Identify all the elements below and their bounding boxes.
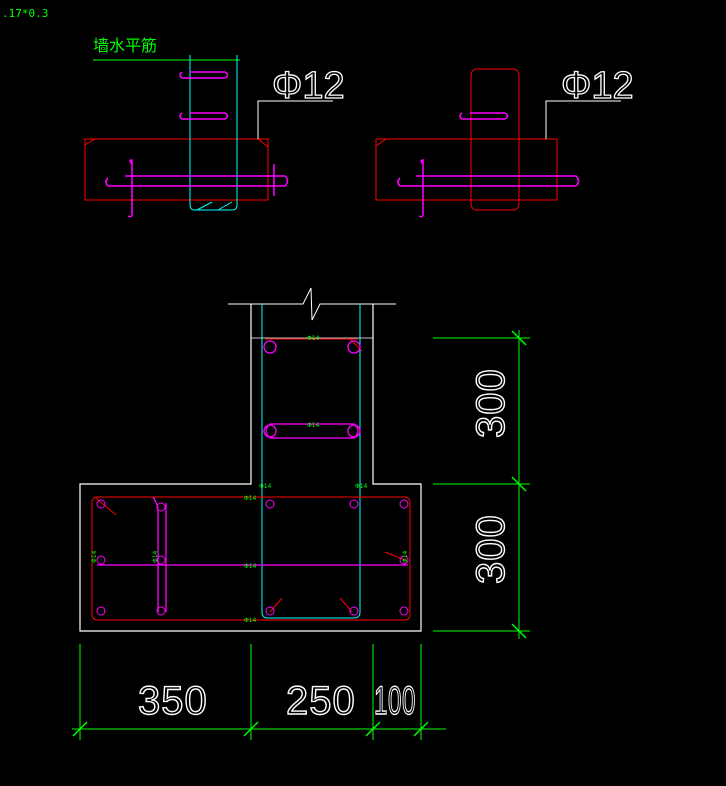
dimension-text: 300 [469,514,513,584]
bar-size-label: Φ12 [561,65,634,107]
rebar-tag: Φ14 [355,483,368,490]
rebar-dot [96,555,106,565]
dimension-tick [365,721,381,737]
dimension-text: 300 [469,368,513,438]
wall-horizontal-bar [459,112,505,120]
dimension-text: 250 [286,679,356,723]
rebar-tag: Φ14 [259,483,272,490]
footing-outline [84,138,269,201]
rebar-tag: Φ14 [244,495,257,502]
wall-horizontal-bar [190,71,229,79]
dimension-tick [72,721,88,737]
bar-leader-line [257,100,333,139]
vertical-dimensions: 300 300 [433,330,530,639]
dimension-tick [511,623,527,639]
footing-vertical-bar [127,159,133,218]
rebar-tag: Φ14 [307,422,320,429]
footing-vertical-bar [418,159,424,218]
footing-stirrup [91,496,411,621]
footing-longitudinal-bar [397,177,576,187]
rebar-dot [263,424,277,438]
rebar-tag: Φ14 [307,335,320,342]
stirrup-hook [217,201,233,211]
footing-outline [375,138,558,201]
top-left-detail: 墙水平筋 Φ12 [84,36,345,218]
rebar-dot [347,340,361,354]
rebar-dot [96,499,106,509]
stirrup-hook [196,201,213,211]
corner-scale-label: .17*0.3 [2,7,48,20]
rebar-tag: Φ14 [91,550,98,563]
rebar-dot [265,499,275,509]
dimension-text: 350 [138,679,208,723]
rebar-tag: Φ14 [244,563,257,570]
bar-size-label: Φ12 [272,65,345,107]
rebar-dot [156,555,166,565]
dimension-tick [243,721,259,737]
footing-longitudinal-bar [125,175,289,187]
concrete-outline [79,304,422,632]
break-line [228,287,396,321]
rebar-dot [265,606,275,616]
dimension-tick [511,330,527,346]
footing-longitudinal-bar [416,175,580,187]
stirrup-hook [95,497,117,516]
wall-horizontal-bar [179,112,225,120]
wall-horizontal-bar [190,112,229,120]
rebar-dot [96,606,106,616]
rebar-dot [156,606,166,616]
wall-horizontal-bar [470,112,509,120]
rebar-tag: Φ14 [244,617,257,624]
stirrup-hook [269,597,283,613]
wall-stirrup [189,55,238,211]
wall-horizontal-tie [265,423,359,439]
rebar-dot [399,606,409,616]
rebar-dot [399,555,409,565]
rebar-dot [347,424,361,438]
footing-corner-tick [84,138,96,146]
dimension-tick [511,476,527,492]
wall-horizontal-bar [179,71,225,79]
stirrup-hook [384,551,406,561]
rebar-tag: Φ14 [152,550,159,563]
footing-longitudinal-bar [105,177,285,187]
horizontal-dimensions: 350 250 100 [72,644,446,740]
rebar-dot [156,502,166,512]
wall-horizontal-bar-note: 墙水平筋 [93,36,157,55]
footing-corner-tick [257,138,269,148]
wall-vertical-bars [261,304,361,619]
top-right-detail: Φ12 [375,64,634,218]
rebar-dot [263,340,277,354]
dimension-text: 100 [374,679,416,723]
cross-section: Φ14 Φ14 Φ14 Φ14 Φ14 Φ14 Φ14 [79,287,422,632]
wall-stirrup [470,68,520,211]
rebar-tag: Φ14 [402,550,409,563]
rebar-dot [399,499,409,509]
rebar-dot [349,499,359,509]
dimension-tick [413,721,429,737]
footing-corner-tick [375,138,387,147]
bar-leader-line [545,100,621,139]
rebar-dot [349,606,359,616]
